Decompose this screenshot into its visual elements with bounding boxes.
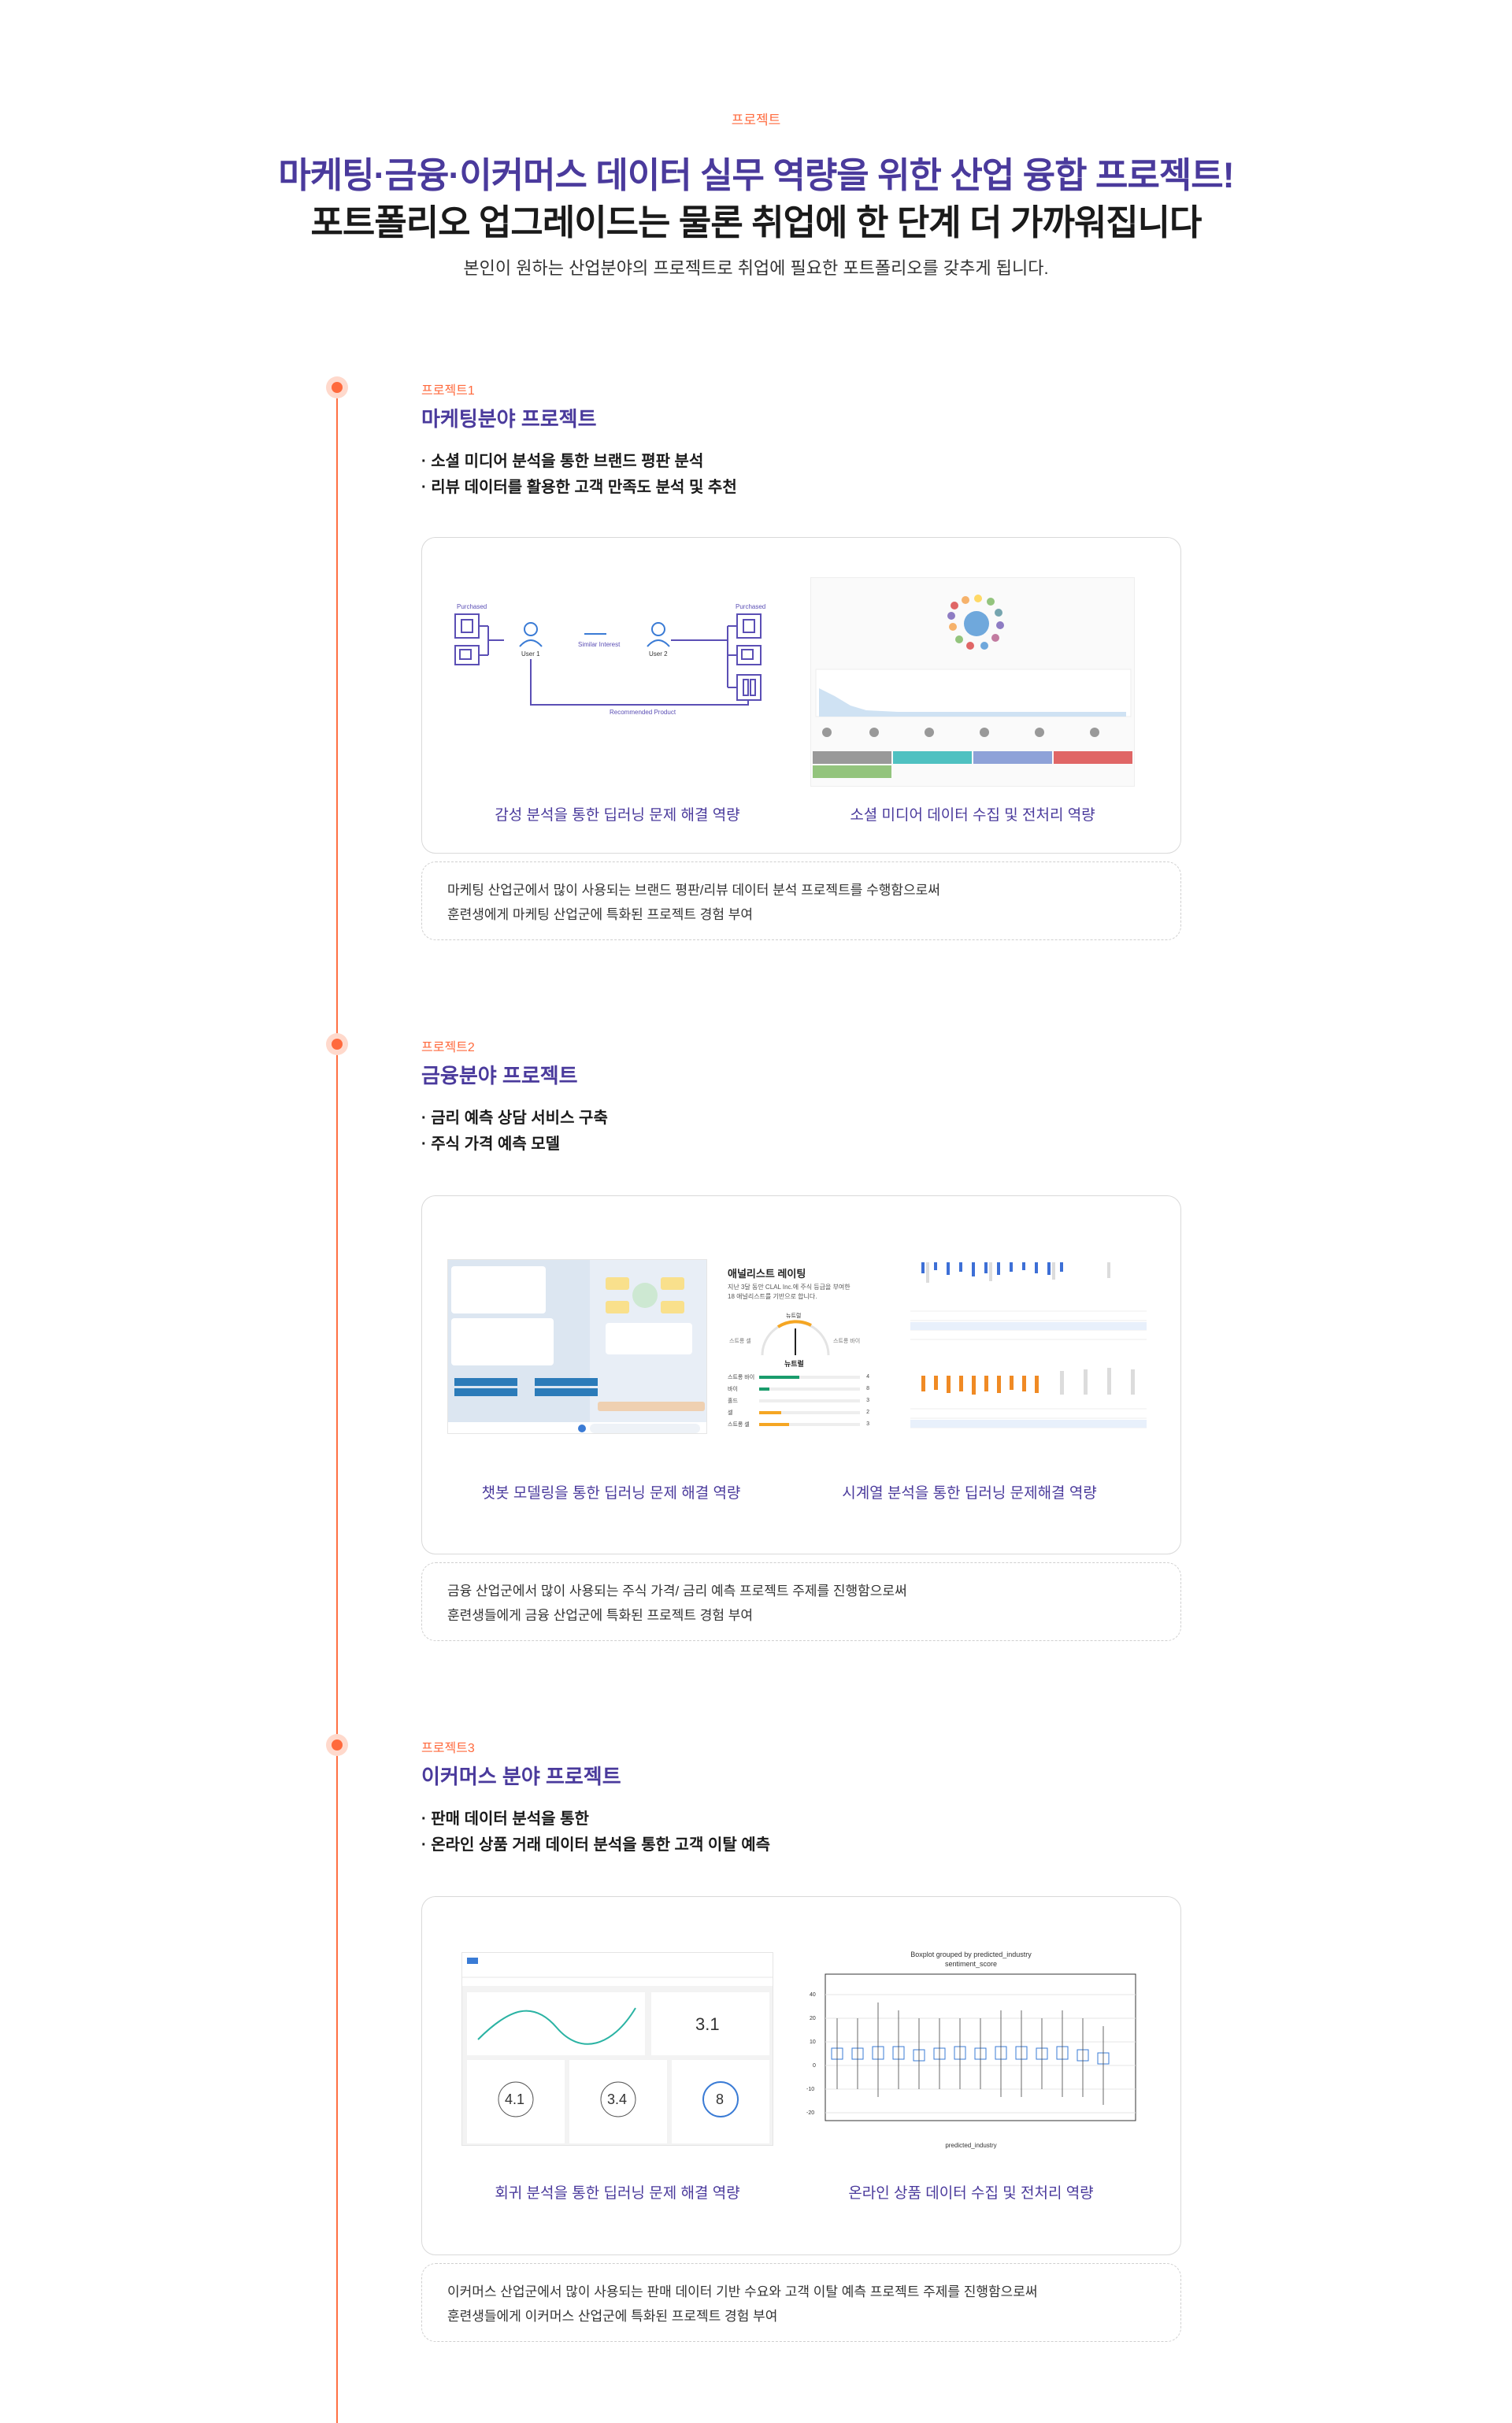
stock-forecast-tables xyxy=(910,1259,1162,1434)
chatbot-thumbnail xyxy=(447,1259,707,1434)
gauge-value-label: 뉴트럴 xyxy=(784,1359,804,1368)
project-card: Purchased Purchased xyxy=(421,537,1181,854)
rating-row-value: 3 xyxy=(866,1398,869,1403)
note-line: 훈련생들에게 이커머스 산업군에 특화된 프로젝트 경험 부여 xyxy=(447,2309,778,2324)
project-note: 마케팅 산업군에서 많이 사용되는 브랜드 평판/리뷰 데이터 분석 프로젝트를… xyxy=(421,861,1181,940)
svg-text:0: 0 xyxy=(813,2063,816,2069)
gauge-value: 3.4 xyxy=(607,2091,628,2107)
project-tag: 프로젝트1 xyxy=(421,384,475,398)
boxplot-subtitle: sentiment_score xyxy=(944,1960,998,1968)
point-item: · 온라인 상품 거래 데이터 분석을 통한 고객 이탈 예측 xyxy=(421,1836,771,1854)
analyst-desc-line: 지난 3달 동안 CLAL Inc.에 주식 등급을 부여한 xyxy=(728,1284,850,1291)
point-item: · 금리 예측 상담 서비스 구축 xyxy=(421,1110,608,1127)
note-line: 훈련생에게 마케팅 산업군에 특화된 프로젝트 경험 부여 xyxy=(447,907,754,922)
project-title: 이커머스 분야 프로젝트 xyxy=(421,1765,621,1788)
svg-text:20: 20 xyxy=(810,2016,816,2021)
project-title: 금융분야 프로젝트 xyxy=(421,1064,578,1087)
project-points: · 금리 예측 상담 서비스 구축 · 주식 가격 예측 모델 xyxy=(421,1106,608,1158)
project-card: 애널리스트 레이팅 지난 3달 동안 CLAL Inc.에 주식 등급을 부여한… xyxy=(421,1195,1181,1554)
gauge-value: 4.1 xyxy=(505,2091,525,2107)
analyst-gauge: 뉴트럴 스트롱 셀 스트롱 바이 뉴트럴 xyxy=(729,1313,860,1368)
recommendation-diagram: Purchased Purchased xyxy=(452,602,783,728)
point-item: · 판매 데이터 분석을 통한 xyxy=(421,1810,589,1828)
caption-right: 소셜 미디어 데이터 수집 및 전처리 역량 xyxy=(850,807,1095,824)
diagram-label-similar: Similar Interest xyxy=(578,641,621,648)
diagram-label-recommended: Recommended Product xyxy=(610,709,676,716)
rating-row-value: 2 xyxy=(866,1410,869,1415)
project-tag: 프로젝트3 xyxy=(421,1742,475,1755)
caption-left: 회귀 분석을 통한 딥러닝 문제 해결 역량 xyxy=(495,2185,740,2202)
point-item: · 리뷰 데이터를 활용한 고객 만족도 분석 및 추천 xyxy=(421,479,737,496)
rating-row-label: 스트롱 셀 xyxy=(728,1421,750,1428)
rating-row-value: 8 xyxy=(866,1386,869,1391)
note-line: 금융 산업군에서 많이 사용되는 주식 가격/ 금리 예측 프로젝트 주제를 진… xyxy=(447,1584,907,1599)
timeline-dot-1 xyxy=(326,376,348,398)
project-title: 마케팅분야 프로젝트 xyxy=(421,407,597,431)
point-item: · 소셜 미디어 분석을 통한 브랜드 평판 분석 xyxy=(421,453,704,470)
caption-right: 온라인 상품 데이터 수집 및 전처리 역량 xyxy=(848,2185,1094,2202)
project-points: · 판매 데이터 분석을 통한 · 온라인 상품 거래 데이터 분석을 통한 고… xyxy=(421,1806,770,1858)
section-eyebrow: 프로젝트 xyxy=(731,113,781,128)
rating-row-label: 스트롱 바이 xyxy=(728,1374,755,1380)
timeline-dot-2 xyxy=(326,1033,348,1055)
gauge-top-label: 뉴트럴 xyxy=(786,1313,801,1319)
project-ecommerce: 프로젝트3 이커머스 분야 프로젝트 · 판매 데이터 분석을 통한 · 온라인… xyxy=(421,1737,1181,2343)
project-points: · 소셜 미디어 분석을 통한 브랜드 평판 분석 · 리뷰 데이터를 활용한 … xyxy=(421,449,737,501)
analyst-description: 지난 3달 동안 CLAL Inc.에 주식 등급을 부여한 18 애널리스트를… xyxy=(728,1283,850,1302)
analyst-rating-panel: 애널리스트 레이팅 지난 3달 동안 CLAL Inc.에 주식 등급을 부여한… xyxy=(723,1259,873,1434)
rating-row-value: 3 xyxy=(866,1421,869,1427)
gauge-value: 8 xyxy=(716,2091,724,2107)
note-line: 마케팅 산업군에서 많이 사용되는 브랜드 평판/리뷰 데이터 분석 프로젝트를… xyxy=(447,883,940,898)
kpi-main-value: 3.1 xyxy=(695,2014,720,2034)
svg-text:-10: -10 xyxy=(806,2087,814,2092)
analyst-title: 애널리스트 레이팅 xyxy=(728,1268,806,1280)
sales-dashboard-thumbnail: 3.1 4.1 3.4 8 xyxy=(461,1952,773,2146)
project-card: 3.1 4.1 3.4 8 Boxplot grouped by predict… xyxy=(421,1896,1181,2255)
project-note: 이커머스 산업군에서 많이 사용되는 판매 데이터 기반 수요와 고객 이탈 예… xyxy=(421,2263,1181,2342)
gauge-right-label: 스트롱 바이 xyxy=(833,1337,860,1344)
diagram-label-purchased-right: Purchased xyxy=(736,603,765,610)
social-dashboard-thumbnail xyxy=(810,577,1135,787)
project-tag: 프로젝트2 xyxy=(421,1041,475,1054)
rating-row-label: 바이 xyxy=(728,1386,738,1392)
note-line: 이커머스 산업군에서 많이 사용되는 판매 데이터 기반 수요와 고객 이탈 예… xyxy=(447,2284,1038,2299)
boxplot-thumbnail: Boxplot grouped by predicted_industry se… xyxy=(802,1951,1140,2151)
diagram-label-purchased-left: Purchased xyxy=(457,603,487,610)
point-item: · 주식 가격 예측 모델 xyxy=(421,1136,561,1153)
svg-text:40: 40 xyxy=(810,1992,816,1998)
rating-row-label: 셀 xyxy=(728,1410,733,1416)
caption-left: 감성 분석을 통한 딥러닝 문제 해결 역량 xyxy=(495,807,740,824)
rating-row-value: 4 xyxy=(866,1374,869,1380)
project-finance: 프로젝트2 금융분야 프로젝트 · 금리 예측 상담 서비스 구축 · 주식 가… xyxy=(421,1036,1181,1643)
analyst-desc-line: 18 애널리스트를 기반으로 합니다. xyxy=(728,1293,817,1300)
section-subtitle: 본인이 원하는 산업분야의 프로젝트로 취업에 필요한 포트폴리오를 갖추게 됩… xyxy=(463,258,1049,278)
headline-line1: 마케팅·금융·이커머스 데이터 실무 역량을 위한 산업 융합 프로젝트! xyxy=(278,155,1234,195)
diagram-label-user2: User 2 xyxy=(649,650,668,658)
note-line: 훈련생들에게 금융 산업군에 특화된 프로젝트 경험 부여 xyxy=(447,1608,754,1623)
headline-line2: 포트폴리오 업그레이드는 물론 취업에 한 단계 더 가까워집니다 xyxy=(310,202,1203,243)
svg-text:10: 10 xyxy=(810,2040,816,2045)
gauge-left-label: 스트롱 셀 xyxy=(729,1338,751,1344)
boxplot-xlabel: predicted_industry xyxy=(945,2142,997,2149)
caption-left: 챗봇 모델링을 통한 딥러닝 문제 해결 역량 xyxy=(481,1485,741,1502)
timeline-line xyxy=(336,387,338,2423)
svg-text:-20: -20 xyxy=(806,2110,814,2116)
boxplot-title: Boxplot grouped by predicted_industry xyxy=(910,1951,1032,1958)
diagram-label-user1: User 1 xyxy=(521,650,540,658)
analyst-rating-rows: 스트롱 바이 4 바이 8 홀드 3 셀 2 스트롱 셀 3 xyxy=(728,1371,869,1430)
project-marketing: 프로젝트1 마케팅분야 프로젝트 · 소셜 미디어 분석을 통한 브랜드 평판 … xyxy=(421,380,1181,947)
project-note: 금융 산업군에서 많이 사용되는 주식 가격/ 금리 예측 프로젝트 주제를 진… xyxy=(421,1562,1181,1641)
rating-row-label: 홀드 xyxy=(728,1398,738,1404)
timeline-dot-3 xyxy=(326,1734,348,1756)
caption-right: 시계열 분석을 통한 딥러닝 문제해결 역량 xyxy=(842,1485,1097,1502)
